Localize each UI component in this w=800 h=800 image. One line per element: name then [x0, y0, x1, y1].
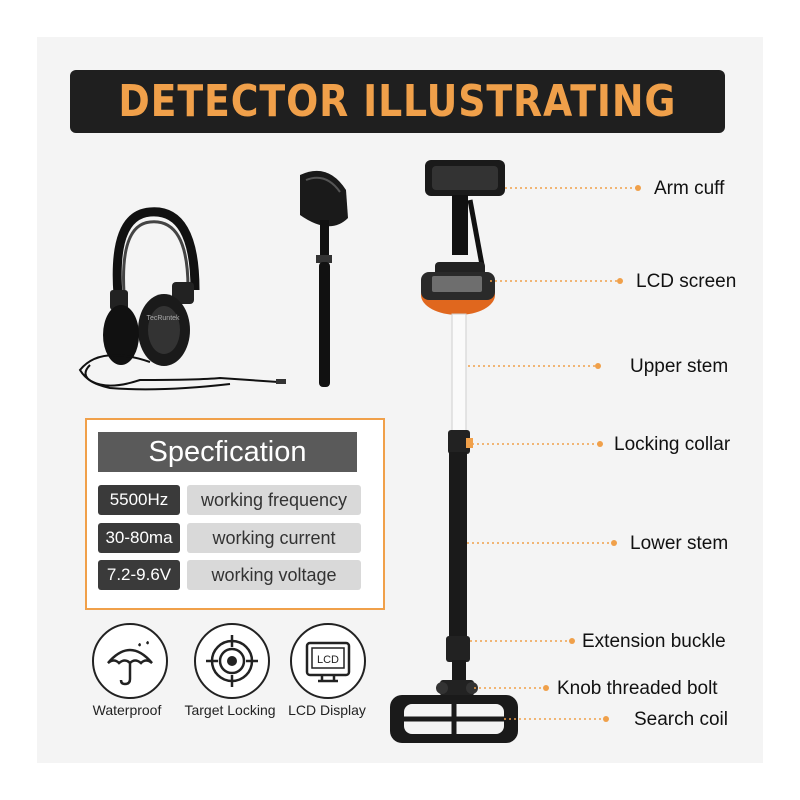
- spec-value: 5500Hz: [98, 485, 180, 515]
- callout-arm-cuff: Arm cuff: [654, 178, 725, 199]
- headphones-icon: [78, 207, 286, 391]
- callout-lines: [467, 185, 641, 722]
- callout-lower-stem: Lower stem: [630, 533, 729, 554]
- feature-label: Waterproof: [92, 702, 162, 718]
- callout-extension-buckle: Extension buckle: [582, 631, 726, 652]
- target-icon: [206, 635, 258, 687]
- title-banner: DETECTOR ILLUSTRATING: [70, 70, 725, 133]
- specification-title: Specfication: [98, 432, 357, 472]
- callout-knob-threaded-bolt: Knob threaded bolt: [557, 678, 718, 699]
- callout-locking-collar: Locking collar: [614, 434, 731, 455]
- umbrella-icon: [107, 641, 153, 686]
- spec-value: 30-80ma: [98, 523, 180, 553]
- feature-label: LCD Display: [288, 702, 366, 718]
- callout-upper-stem: Upper stem: [630, 356, 729, 377]
- lcd-icon-text: LCD: [317, 654, 339, 666]
- spec-label: working current: [187, 523, 361, 553]
- headphone-brand-text: TecRuntek: [146, 315, 180, 322]
- shovel-icon: [300, 170, 348, 387]
- spec-row: 30-80ma working current: [98, 523, 364, 553]
- callout-lcd-screen: LCD screen: [636, 271, 737, 292]
- spec-label: working frequency: [187, 485, 361, 515]
- spec-value: 7.2-9.6V: [98, 560, 180, 590]
- spec-row: 5500Hz working frequency: [98, 485, 364, 515]
- lcd-monitor-icon: LCD: [305, 641, 351, 683]
- target-locking-feature: [194, 623, 270, 699]
- spec-row: 7.2-9.6V working voltage: [98, 560, 364, 590]
- feature-label: Target Locking: [184, 702, 276, 718]
- lcd-display-feature: LCD: [290, 623, 366, 699]
- page-title: DETECTOR ILLUSTRATING: [118, 76, 677, 127]
- waterproof-feature: [92, 623, 168, 699]
- metal-detector-icon: [390, 160, 518, 743]
- callout-search-coil: Search coil: [634, 709, 728, 730]
- spec-label: working voltage: [187, 560, 361, 590]
